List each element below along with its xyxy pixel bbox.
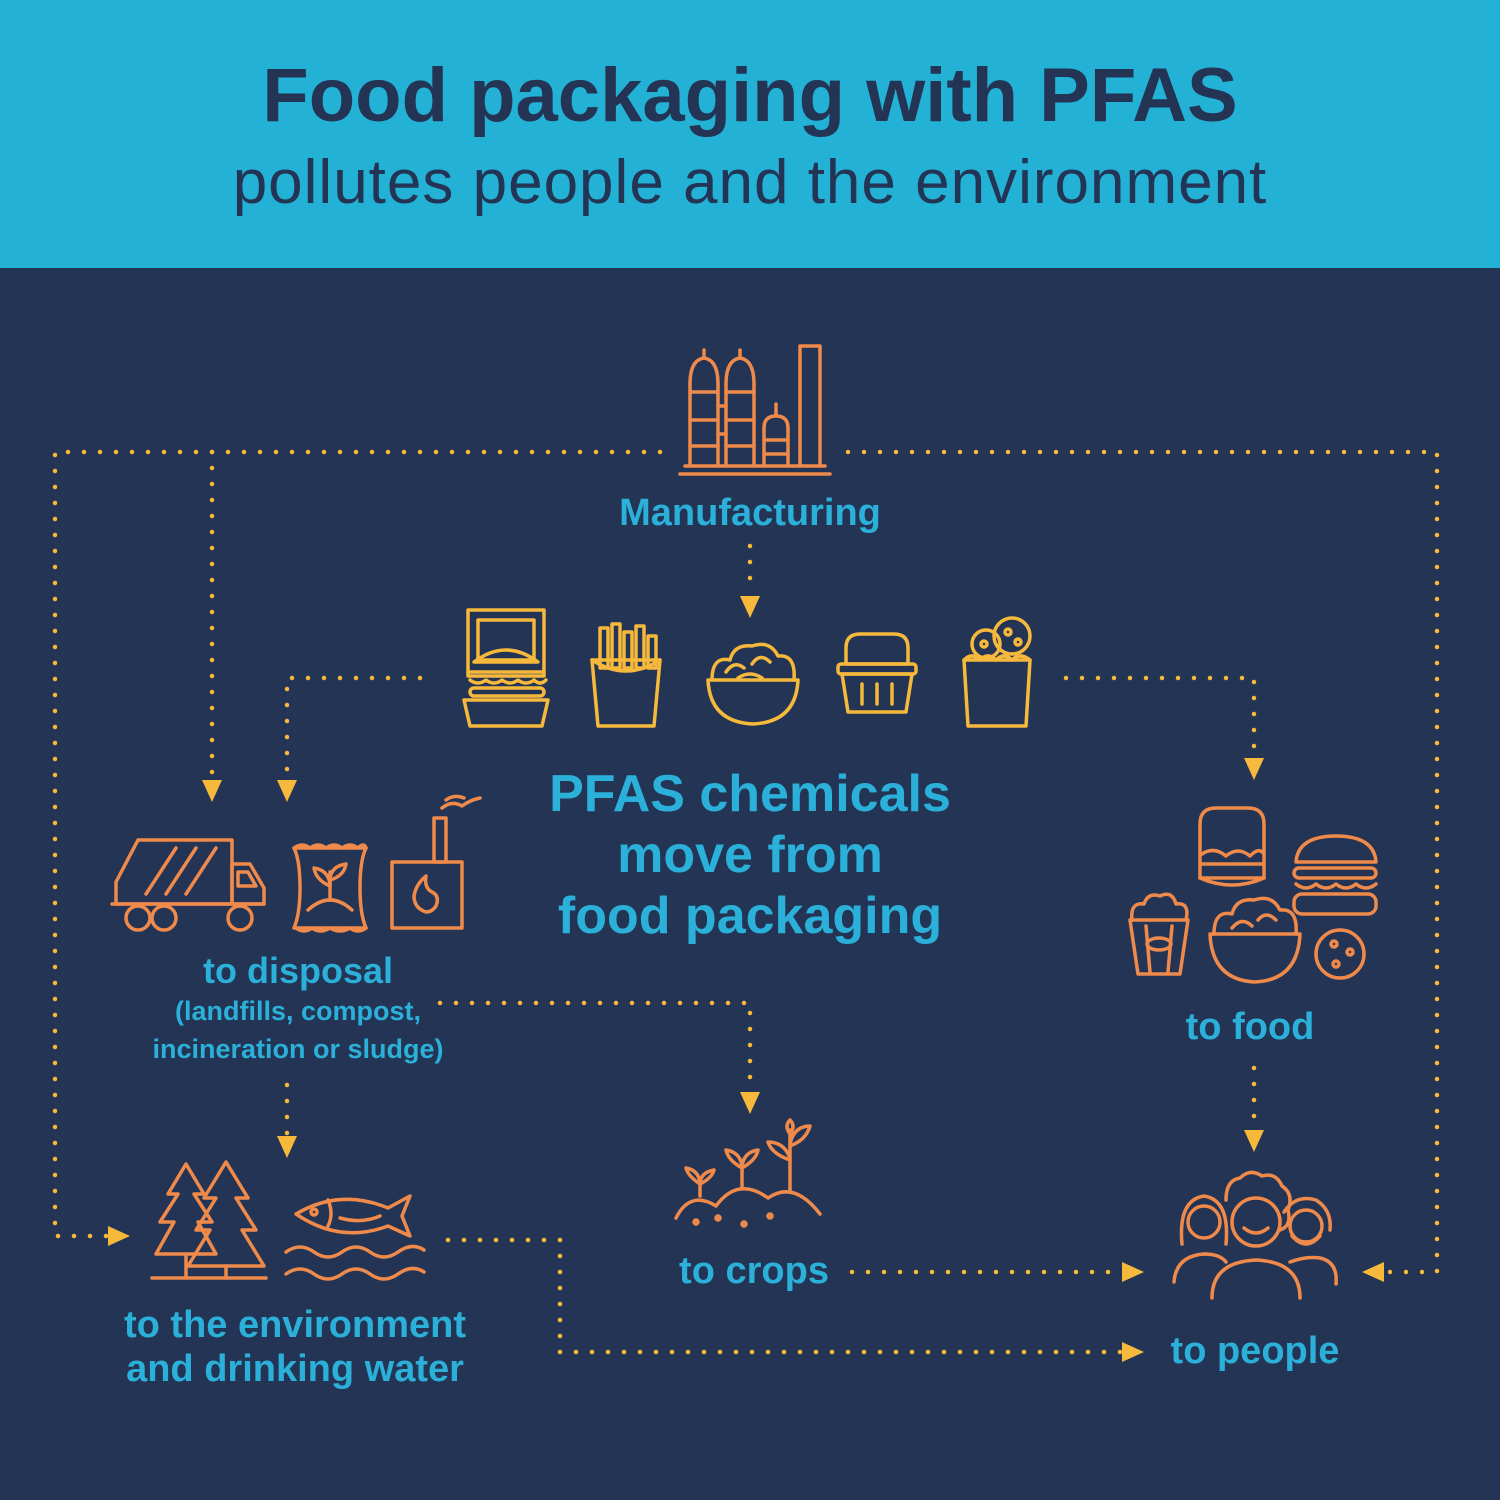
fries-icon (590, 622, 662, 728)
center-heading-line2: move from (617, 826, 883, 884)
clamshell-icon (836, 632, 918, 714)
food-label: to food (1185, 1006, 1315, 1048)
garbage-truck-icon (110, 838, 266, 932)
disposal-label: to disposal (202, 950, 394, 991)
arrow-packaging-to-food (1063, 675, 1257, 759)
center-heading: PFAS chemicals move from food packaging (500, 764, 1000, 947)
sprouts-icon (674, 1118, 822, 1228)
header-banner: Food packaging with PFAS pollutes people… (0, 0, 1500, 268)
fish-water-icon (284, 1194, 426, 1281)
trees-icon (150, 1160, 268, 1280)
crops-label: to crops (679, 1250, 829, 1292)
flow-arrows (52, 449, 1440, 1362)
burger-box-icon (462, 608, 550, 728)
cookie-cup-icon (962, 616, 1032, 728)
people-icon (1172, 1170, 1338, 1300)
manufacturing-label: Manufacturing (619, 492, 881, 534)
disposal-detail-line2: incineration or sludge) (152, 1034, 444, 1064)
arrow-packaging-to-disposal (284, 675, 423, 781)
environment-label-line2: and drinking water (126, 1348, 464, 1390)
disposal-detail-line1: (landfills, compost, (174, 996, 422, 1026)
people-label: to people (1170, 1330, 1340, 1372)
center-heading-line1: PFAS chemicals (549, 765, 951, 823)
salad-bowl-icon (706, 642, 800, 726)
factory-icon (678, 344, 832, 476)
arrow-manufacturing-to-environment (52, 449, 663, 1239)
center-heading-line3: food packaging (557, 887, 943, 945)
page-subtitle: pollutes people and the environment (232, 148, 1268, 217)
environment-label-line1: to the environment (123, 1304, 467, 1346)
incinerator-icon (390, 794, 482, 930)
page-title: Food packaging with PFAS (262, 53, 1238, 138)
compost-bag-icon (292, 843, 368, 933)
food-group-icon (1128, 806, 1378, 984)
arrow-disposal-to-crops (437, 1000, 753, 1093)
